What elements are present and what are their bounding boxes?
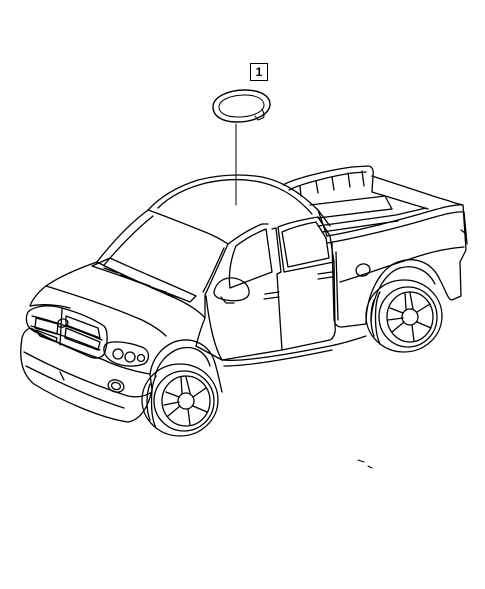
rear-wheel <box>365 279 443 353</box>
sunroof-seal-ring-icon[interactable] <box>212 89 271 123</box>
callout-number: 1 <box>255 65 263 79</box>
pickup-truck-icon <box>20 165 468 469</box>
front-wheel <box>141 363 219 437</box>
callout-box[interactable]: 1 <box>250 63 268 81</box>
